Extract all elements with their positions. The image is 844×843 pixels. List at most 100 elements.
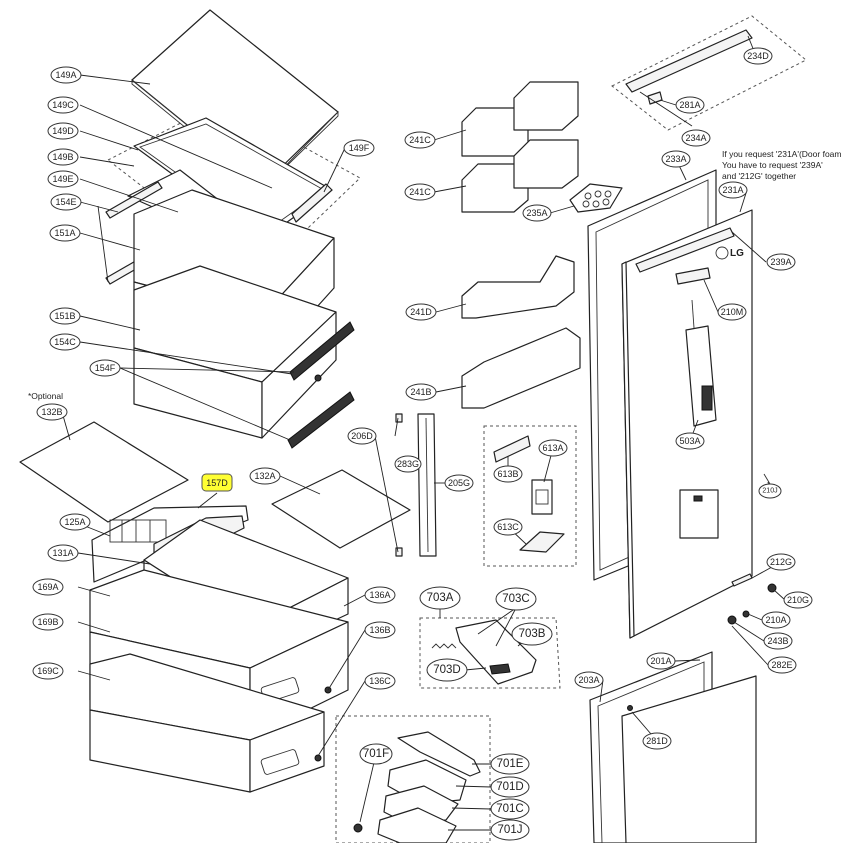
callout-136B[interactable]: 136B xyxy=(364,621,396,639)
svg-text:149D: 149D xyxy=(52,126,74,136)
svg-text:132B: 132B xyxy=(41,407,62,417)
svg-text:241C: 241C xyxy=(409,135,431,145)
svg-text:149B: 149B xyxy=(52,152,73,162)
callout-132A[interactable]: 132A xyxy=(249,467,281,485)
callout-210G[interactable]: 210G xyxy=(783,591,813,609)
callout-701F[interactable]: 701F xyxy=(359,743,393,765)
callout-149C[interactable]: 149C xyxy=(47,96,79,114)
callout-235A[interactable]: 235A xyxy=(522,204,552,222)
svg-text:281D: 281D xyxy=(646,736,668,746)
callout-210M[interactable]: 210M xyxy=(717,303,747,321)
svg-text:210J: 210J xyxy=(762,488,777,495)
callout-149B[interactable]: 149B xyxy=(47,148,79,166)
callout-241B[interactable]: 241B xyxy=(405,383,437,401)
callout-136A[interactable]: 136A xyxy=(364,586,396,604)
callout-132B[interactable]: 132B xyxy=(36,403,68,421)
callout-281A[interactable]: 281A xyxy=(675,96,705,114)
callout-282E[interactable]: 282E xyxy=(767,656,797,674)
callout-243B[interactable]: 243B xyxy=(763,632,793,650)
callout-241D[interactable]: 241D xyxy=(405,303,437,321)
callout-149D[interactable]: 149D xyxy=(47,122,79,140)
callout-169A[interactable]: 169A xyxy=(32,578,64,596)
callout-703D[interactable]: 703D xyxy=(426,658,468,682)
svg-text:613C: 613C xyxy=(497,522,519,532)
svg-text:154E: 154E xyxy=(55,197,76,207)
callout-234D[interactable]: 234D xyxy=(743,47,773,65)
callout-149E[interactable]: 149E xyxy=(47,170,79,188)
svg-text:132A: 132A xyxy=(254,471,275,481)
svg-text:231A: 231A xyxy=(722,185,743,195)
callout-283G[interactable]: 283G xyxy=(394,455,422,473)
svg-text:125A: 125A xyxy=(64,517,85,527)
callout-205G[interactable]: 205G xyxy=(444,474,474,492)
callout-151A[interactable]: 151A xyxy=(49,224,81,242)
callout-169C[interactable]: 169C xyxy=(32,662,64,680)
svg-text:210M: 210M xyxy=(721,307,744,317)
svg-text:151A: 151A xyxy=(54,228,75,238)
callout-701D[interactable]: 701D xyxy=(490,776,530,798)
callout-239A[interactable]: 239A xyxy=(766,253,796,271)
svg-text:703A: 703A xyxy=(427,592,454,604)
svg-text:241D: 241D xyxy=(410,307,432,317)
callout-701J[interactable]: 701J xyxy=(490,819,530,841)
callout-703B[interactable]: 703B xyxy=(511,622,553,646)
svg-text:239A: 239A xyxy=(770,257,791,267)
callout-241C-lower[interactable]: 241C xyxy=(404,183,436,201)
callout-154F[interactable]: 154F xyxy=(89,359,121,377)
svg-text:149F: 149F xyxy=(349,143,370,153)
callout-151B[interactable]: 151B xyxy=(49,307,81,325)
svg-text:136A: 136A xyxy=(369,590,390,600)
request-note-line3: and '212G' together xyxy=(722,171,796,181)
svg-text:151B: 151B xyxy=(54,311,75,321)
callout-131A[interactable]: 131A xyxy=(47,544,79,562)
callout-154C[interactable]: 154C xyxy=(49,333,81,351)
svg-text:205G: 205G xyxy=(448,478,470,488)
upper-door-assembly: LG xyxy=(587,169,777,639)
svg-text:169B: 169B xyxy=(37,617,58,627)
callout-125A[interactable]: 125A xyxy=(59,513,91,531)
svg-text:149E: 149E xyxy=(52,174,73,184)
callout-149F[interactable]: 149F xyxy=(343,139,375,157)
callout-233A[interactable]: 233A xyxy=(661,150,691,168)
svg-text:201A: 201A xyxy=(650,656,671,666)
callout-201A[interactable]: 201A xyxy=(646,652,676,670)
callout-613A[interactable]: 613A xyxy=(538,439,568,457)
callout-210J[interactable]: 210J xyxy=(758,483,782,499)
callout-149A[interactable]: 149A xyxy=(50,66,82,84)
callout-154E[interactable]: 154E xyxy=(50,193,82,211)
callout-281D[interactable]: 281D xyxy=(642,732,672,750)
callout-613C[interactable]: 613C xyxy=(493,518,523,536)
svg-text:233A: 233A xyxy=(665,154,686,164)
callout-212G[interactable]: 212G xyxy=(766,553,796,571)
callout-136C[interactable]: 136C xyxy=(364,672,396,690)
request-note-line2: You have to request '239A' xyxy=(722,160,823,170)
top-bracket-assembly xyxy=(611,15,807,131)
callout-503A[interactable]: 503A xyxy=(675,432,705,450)
svg-text:701J: 701J xyxy=(498,824,523,836)
svg-text:206D: 206D xyxy=(351,431,373,441)
svg-text:210A: 210A xyxy=(765,615,786,625)
callout-613B[interactable]: 613B xyxy=(493,465,523,483)
svg-text:701E: 701E xyxy=(497,758,524,770)
callout-241C-upper[interactable]: 241C xyxy=(404,131,436,149)
callout-157D[interactable]: 157D xyxy=(201,473,233,492)
svg-text:234D: 234D xyxy=(747,51,769,61)
hinge-cover-kit xyxy=(483,425,577,567)
callout-701C[interactable]: 701C xyxy=(490,798,530,820)
svg-text:169C: 169C xyxy=(37,666,59,676)
callout-210A[interactable]: 210A xyxy=(761,611,791,629)
callout-703A[interactable]: 703A xyxy=(419,586,461,610)
callout-234A[interactable]: 234A xyxy=(681,129,711,147)
callout-203A[interactable]: 203A xyxy=(574,671,604,689)
callout-206D[interactable]: 206D xyxy=(347,427,377,445)
svg-text:169A: 169A xyxy=(37,582,58,592)
svg-text:703D: 703D xyxy=(433,664,461,676)
icemaker-kit xyxy=(335,715,491,843)
callout-703C[interactable]: 703C xyxy=(495,587,537,611)
svg-text:613A: 613A xyxy=(542,443,563,453)
callout-701E[interactable]: 701E xyxy=(490,753,530,775)
callout-231A[interactable]: 231A xyxy=(718,181,748,199)
callout-169B[interactable]: 169B xyxy=(32,613,64,631)
svg-text:235A: 235A xyxy=(526,208,547,218)
